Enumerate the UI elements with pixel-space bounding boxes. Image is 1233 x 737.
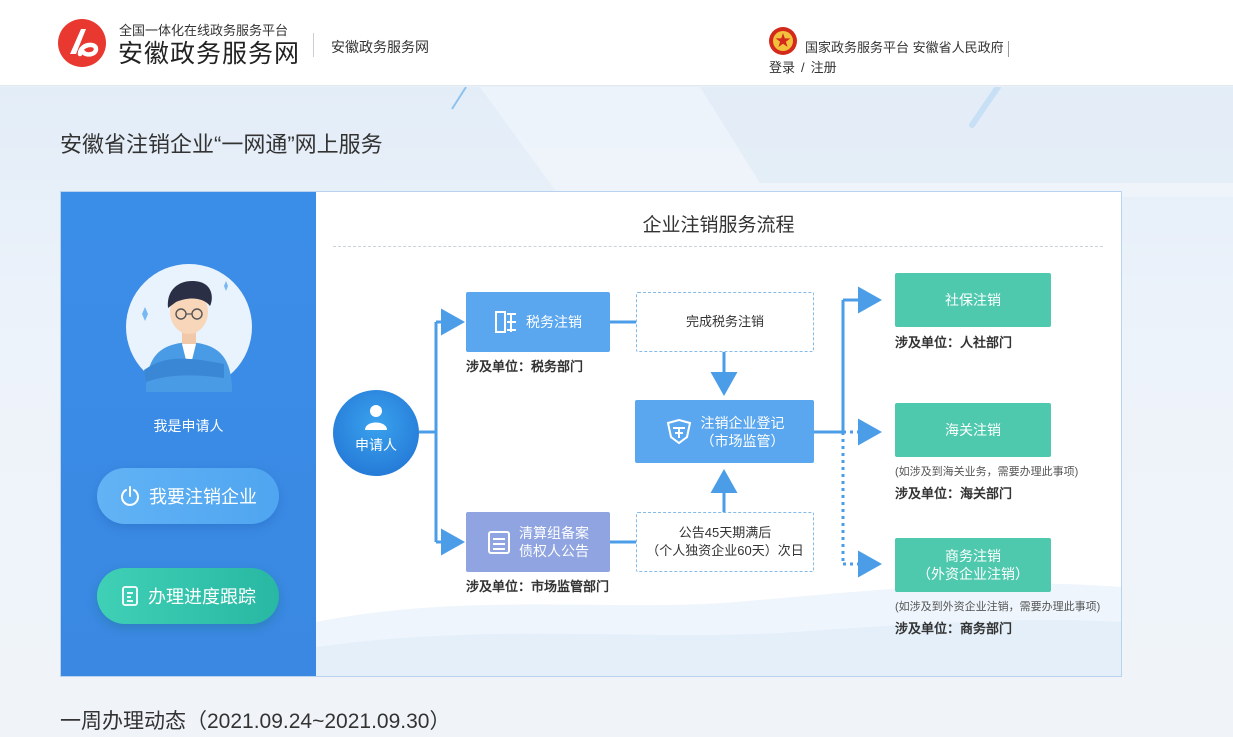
external-links[interactable]: 国家政务服务平台 安徽省人民政府: [805, 37, 1009, 57]
social-security-unit: 涉及单位：人社部门: [895, 335, 1013, 350]
logo-subtitle: 全国一体化在线政务服务平台: [119, 23, 289, 38]
commerce-unit: 涉及单位：商务部门: [895, 621, 1013, 636]
header-divider: [313, 33, 314, 57]
announcement-box: 公告45天期满后 （个人独资企业60天）次日: [636, 512, 814, 572]
auth-links: 登录 / 注册: [769, 57, 837, 76]
customs-unit: 涉及单位：海关部门: [895, 486, 1013, 501]
commerce-line1: 商务注销: [945, 548, 1001, 564]
power-icon: [121, 486, 139, 506]
tax-icon: [494, 310, 518, 334]
social-security-label: 社保注销: [945, 292, 1001, 308]
login-link[interactable]: 登录: [769, 60, 796, 75]
applicant-node-label: 申请人: [355, 437, 397, 453]
applicant-label: 我是申请人: [153, 418, 224, 434]
liquidation-line2: 债权人公告: [519, 543, 589, 559]
tax-cancellation-box: 税务注销: [466, 292, 610, 352]
flow-title: 企业注销服务流程: [642, 215, 795, 236]
announcement-line2: （个人独资企业60天）次日: [646, 543, 804, 558]
weekly-activity-title: 一周办理动态（2021.09.24~2021.09.30）: [60, 710, 451, 733]
tax-complete-label: 完成税务注销: [685, 314, 764, 329]
sub-site-link[interactable]: 安徽政务服务网: [331, 39, 429, 55]
site-logo-icon[interactable]: [56, 18, 108, 68]
auth-slash: /: [801, 60, 805, 75]
registry-text: 注销企业登记 （市场监管）: [701, 414, 785, 450]
page-title: 安徽省注销企业“一网通”网上服务: [60, 132, 383, 157]
progress-tracking-button[interactable]: 办理进度跟踪: [97, 568, 279, 624]
tax-unit: 涉及单位：税务部门: [466, 359, 584, 374]
social-security-box: 社保注销: [895, 273, 1051, 327]
registry-box: 注销企业登记 （市场监管）: [635, 400, 814, 463]
liquidation-text: 清算组备案 债权人公告: [519, 524, 589, 560]
cancel-enterprise-button[interactable]: 我要注销企业: [97, 468, 279, 524]
top-header: 全国一体化在线政务服务平台 安徽政务服务网 安徽政务服务网 国家政务服务平台 安…: [0, 0, 1233, 86]
document-icon: [122, 586, 138, 606]
flow-connectors: [316, 286, 1121, 676]
liquidation-line1: 清算组备案: [519, 525, 589, 541]
flow-title-divider: [333, 246, 1103, 247]
customs-label: 海关注销: [945, 422, 1001, 438]
tax-complete-box: 完成税务注销: [636, 292, 814, 352]
links-separator: [1007, 40, 1009, 57]
registry-line1: 注销企业登记: [700, 414, 785, 431]
person-icon: [365, 405, 387, 430]
tax-cancellation-label: 税务注销: [526, 314, 582, 330]
commerce-line2: （外资企业注销）: [917, 566, 1029, 582]
applicant-panel: 我是申请人 我要注销企业 办理进度跟踪: [61, 192, 316, 676]
list-icon: [487, 529, 511, 555]
service-card: 我是申请人 我要注销企业 办理进度跟踪: [60, 191, 1122, 677]
progress-tracking-label: 办理进度跟踪: [148, 587, 256, 607]
applicant-node: 申请人: [333, 390, 419, 476]
shield-icon: [665, 418, 693, 445]
announcement-line1: 公告45天期满后: [678, 525, 772, 540]
commerce-note: (如涉及到外资企业注销，需要办理此事项): [895, 601, 1101, 613]
national-emblem-icon: [769, 27, 797, 55]
liquidation-unit: 涉及单位：市场监管部门: [466, 579, 610, 594]
customs-box: 海关注销: [895, 403, 1051, 457]
banner-decoration: [451, 87, 1233, 197]
register-link[interactable]: 注册: [810, 60, 837, 75]
liquidation-box: 清算组备案 债权人公告: [466, 512, 610, 572]
applicant-avatar: [126, 264, 252, 392]
flow-panel: 企业注销服务流程 申请人 税务注销 涉及单位：税务部门 完成税务注销: [316, 192, 1121, 676]
registry-line2: （市场监管）: [700, 432, 785, 449]
cancel-enterprise-label: 我要注销企业: [149, 487, 257, 507]
logo-title[interactable]: 安徽政务服务网: [118, 40, 301, 68]
commerce-box: 商务注销 （外资企业注销）: [895, 538, 1051, 592]
customs-note: (如涉及到海关业务，需要办理此事项): [895, 466, 1079, 478]
